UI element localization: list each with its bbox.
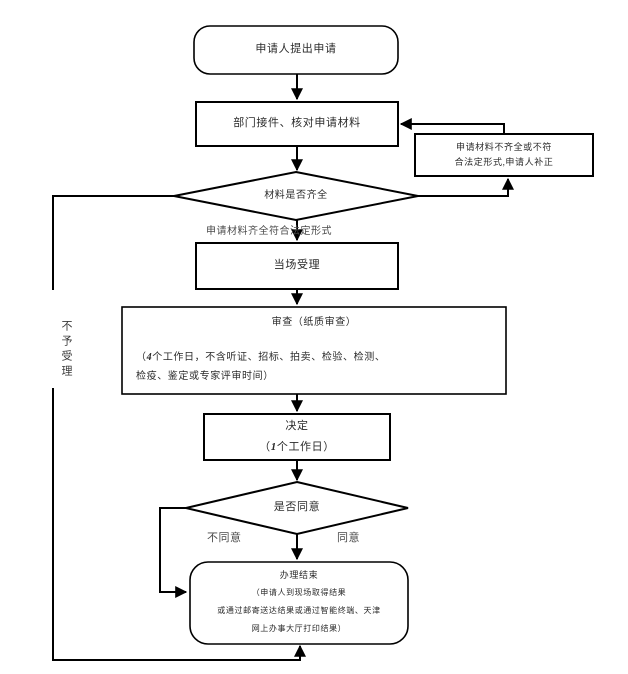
node-accept-shape bbox=[195, 242, 399, 290]
node-supplement-shape bbox=[414, 133, 594, 177]
edge-not-agree-to-finish bbox=[159, 507, 188, 598]
edge-check-to-supplement bbox=[418, 177, 514, 197]
node-decision-detail-label: （1个工作日） bbox=[204, 438, 390, 454]
review-detail-open-paren: （ bbox=[136, 352, 147, 363]
node-check-decision-shape bbox=[173, 170, 419, 222]
decision-open-paren: （ bbox=[259, 441, 271, 453]
node-decision-shape bbox=[203, 413, 391, 461]
edge-not-accepted-path-lower bbox=[52, 388, 306, 661]
node-receive-shape bbox=[195, 101, 399, 147]
edge-supplement-to-receive bbox=[399, 118, 505, 134]
edge-not-accepted-path bbox=[52, 195, 174, 290]
review-detail-days: 4 bbox=[146, 352, 153, 363]
review-detail-rest: 个工作日，不含听证、招标、拍卖、检验、检测、 检疫、鉴定或专家评审时间） bbox=[136, 352, 386, 382]
node-agree-decision-shape bbox=[185, 480, 409, 536]
decision-rest: 个工作日） bbox=[276, 441, 335, 453]
decision-days: 1 bbox=[270, 441, 277, 453]
node-apply-shape bbox=[193, 25, 399, 75]
node-review-shape bbox=[121, 306, 507, 395]
node-finish-shape bbox=[189, 561, 409, 645]
node-review-detail-label: （4个工作日，不含听证、招标、拍卖、检验、检测、 检疫、鉴定或专家评审时间） bbox=[136, 348, 496, 386]
